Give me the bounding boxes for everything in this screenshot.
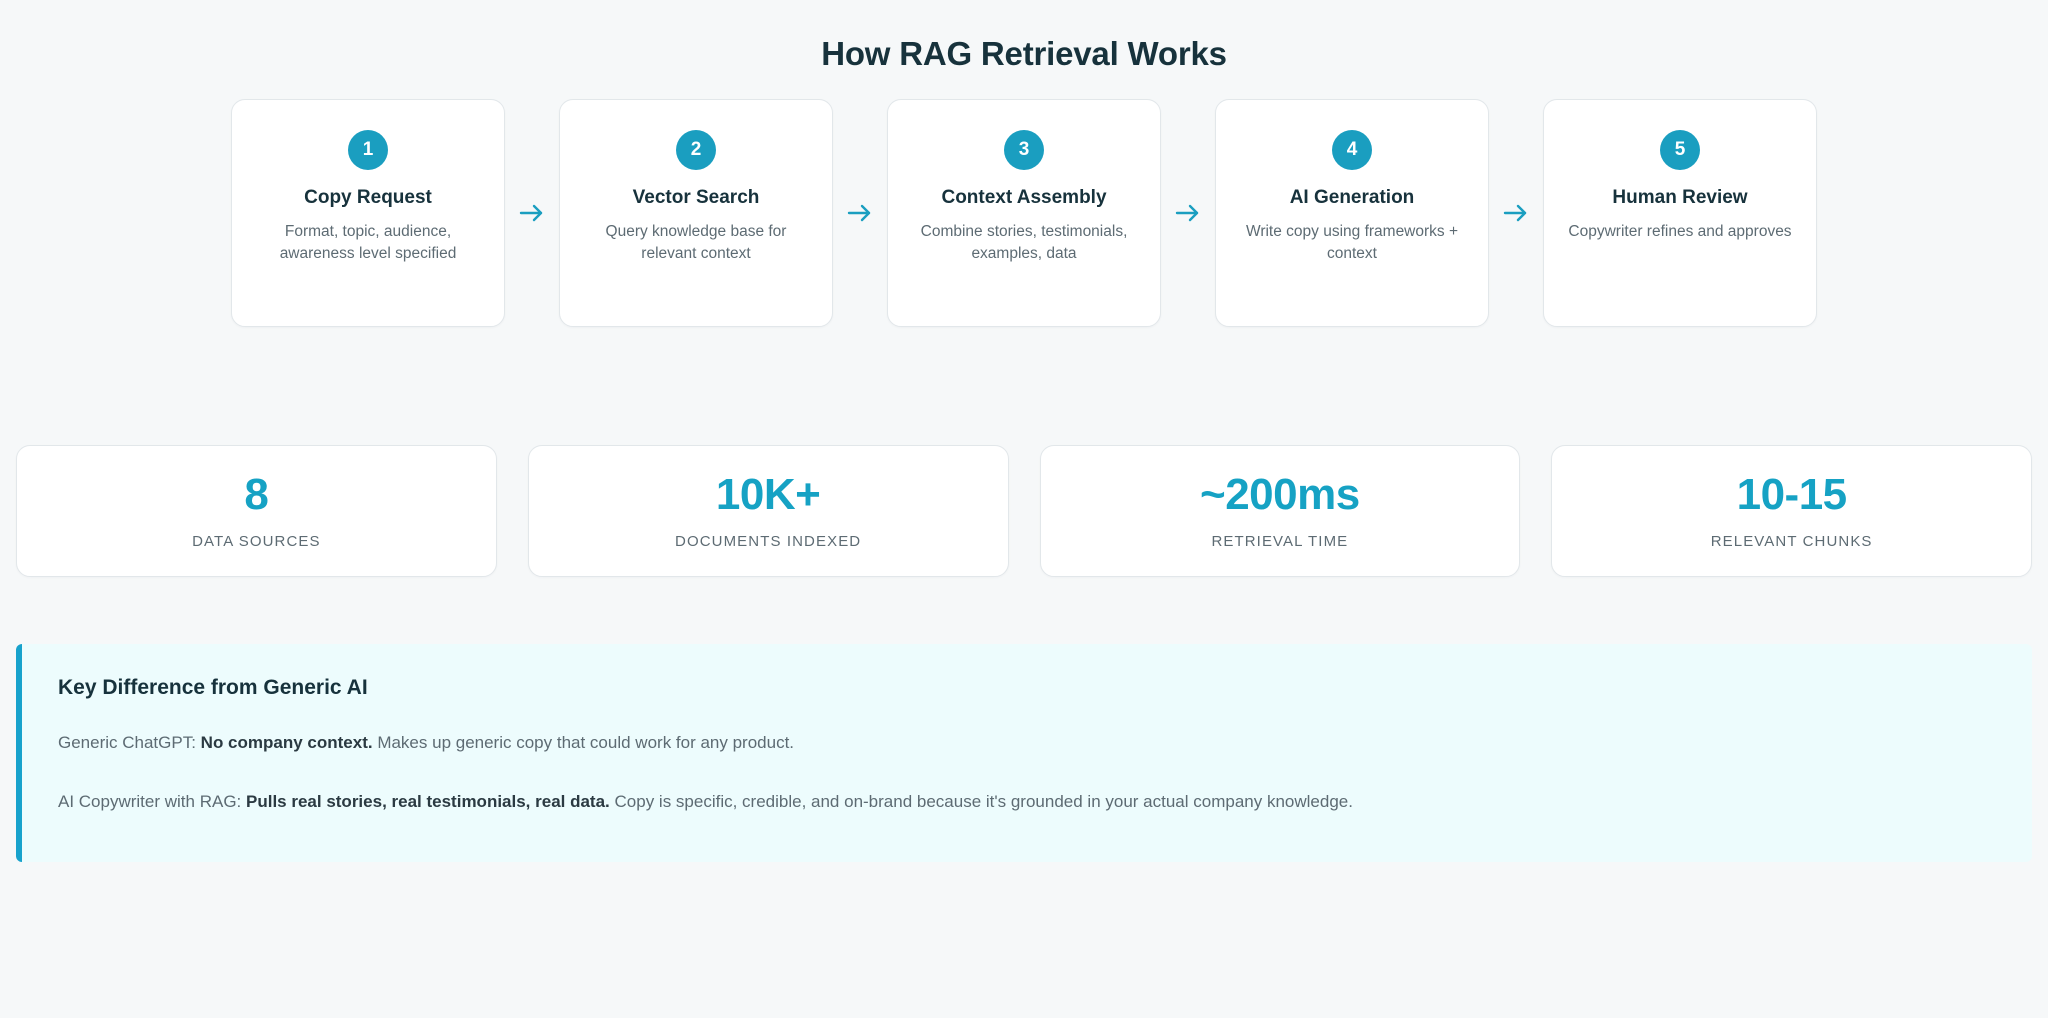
step-title-2: Vector Search xyxy=(632,187,760,208)
step-number-badge-4: 4 xyxy=(1332,130,1372,170)
stat-label: RELEVANT CHUNKS xyxy=(1710,532,1873,550)
step-number-badge-3: 3 xyxy=(1004,130,1044,170)
step-title-3: Context Assembly xyxy=(941,187,1107,208)
step-description-5: Copywriter refines and approves xyxy=(1568,222,1792,240)
callout-tail: Makes up generic copy that could work fo… xyxy=(372,733,795,752)
arrow-right-icon xyxy=(833,202,887,224)
arrow-right-icon xyxy=(1489,202,1543,224)
callout-bold: Pulls real stories, real testimonials, r… xyxy=(246,791,610,811)
stat-label: DOCUMENTS INDEXED xyxy=(675,532,862,550)
step-title-1: Copy Request xyxy=(304,187,432,208)
callout-line-generic-chatgpt: Generic ChatGPT: No company context. Mak… xyxy=(58,730,1996,756)
step-card-4[interactable]: 4 AI Generation Write copy using framewo… xyxy=(1215,99,1489,327)
stat-label: RETRIEVAL TIME xyxy=(1211,532,1349,550)
stat-label: DATA SOURCES xyxy=(192,532,321,550)
stat-value: 10K+ xyxy=(715,469,821,519)
stat-value: ~200ms xyxy=(1200,469,1360,519)
callout-tail: Copy is specific, credible, and on-brand… xyxy=(609,791,1353,811)
callout-bold: No company context. xyxy=(200,733,373,752)
callout-line-ai-copywriter-rag: AI Copywriter with RAG: Pulls real stori… xyxy=(58,789,1996,815)
stats-row: 8 DATA SOURCES 10K+ DOCUMENTS INDEXED ~2… xyxy=(0,445,2048,577)
stat-value: 10-15 xyxy=(1736,469,1848,519)
step-title-5: Human Review xyxy=(1612,187,1748,208)
step-description-3: Combine stories, testimonials, examples,… xyxy=(920,222,1128,263)
step-description-2: Query knowledge base for relevant contex… xyxy=(605,222,787,263)
stat-card-relevant-chunks: 10-15 RELEVANT CHUNKS xyxy=(1551,445,2032,577)
step-card-5[interactable]: 5 Human Review Copywriter refines and ap… xyxy=(1543,99,1817,327)
stat-card-documents-indexed: 10K+ DOCUMENTS INDEXED xyxy=(527,445,1009,577)
callout-lead: AI Copywriter with RAG: xyxy=(58,791,246,811)
step-description-1: Format, topic, audience, awareness level… xyxy=(279,222,457,263)
step-number-badge-5: 5 xyxy=(1660,130,1700,170)
step-card-1[interactable]: 1 Copy Request Format, topic, audience, … xyxy=(231,99,505,327)
callout-title: Key Difference from Generic AI xyxy=(58,676,368,699)
step-title-4: AI Generation xyxy=(1289,187,1415,208)
step-card-3[interactable]: 3 Context Assembly Combine stories, test… xyxy=(887,99,1161,327)
process-flow-row: 1 Copy Request Format, topic, audience, … xyxy=(0,99,2048,327)
stat-value: 8 xyxy=(244,469,269,519)
step-card-2[interactable]: 2 Vector Search Query knowledge base for… xyxy=(559,99,833,327)
page-title: How RAG Retrieval Works xyxy=(821,35,1227,72)
step-description-4: Write copy using frameworks + context xyxy=(1245,222,1459,263)
key-difference-callout: Key Difference from Generic AI Generic C… xyxy=(16,644,2032,862)
step-number-badge-2: 2 xyxy=(676,130,716,170)
callout-lead: Generic ChatGPT: xyxy=(58,733,201,752)
arrow-right-icon xyxy=(1161,202,1215,224)
step-number-badge-1: 1 xyxy=(348,130,388,170)
arrow-right-icon xyxy=(505,202,559,224)
stat-card-data-sources: 8 DATA SOURCES xyxy=(16,445,497,577)
stat-card-retrieval-time: ~200ms RETRIEVAL TIME xyxy=(1039,445,1521,577)
